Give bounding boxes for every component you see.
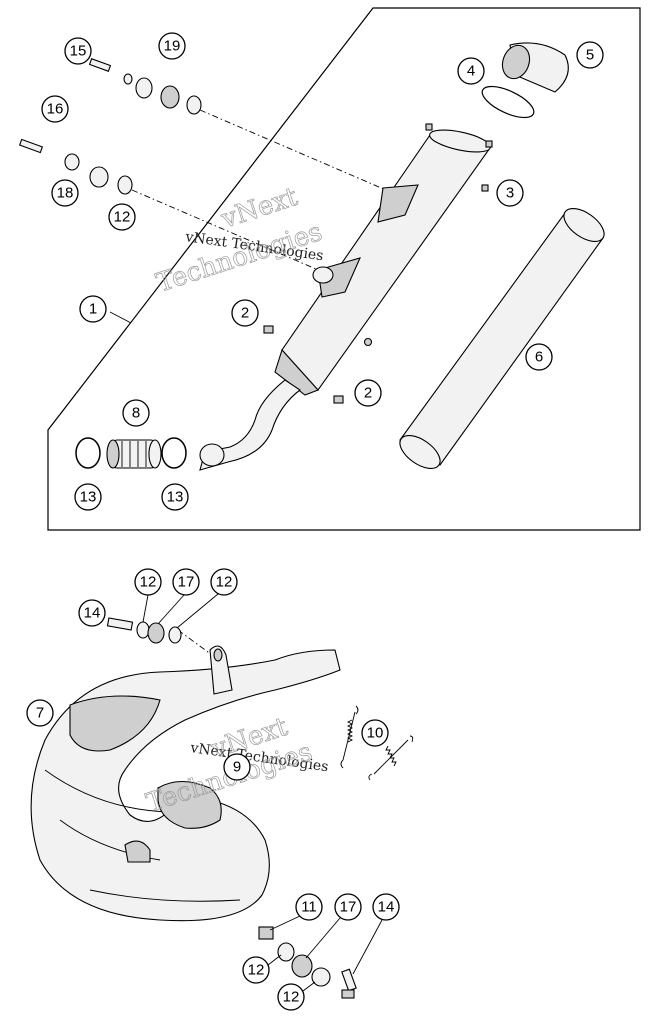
end-cap bbox=[501, 42, 569, 93]
callout-5: 5 bbox=[576, 41, 604, 69]
svg-text:9: 9 bbox=[233, 759, 241, 776]
callout-8: 8 bbox=[122, 399, 150, 427]
callout-19: 19 bbox=[158, 32, 186, 60]
callout-2a: 2 bbox=[231, 299, 259, 327]
callout-9: 9 bbox=[223, 753, 251, 781]
svg-text:17: 17 bbox=[340, 899, 357, 916]
svg-text:2: 2 bbox=[241, 305, 249, 322]
callout-12-stack-left: 12 bbox=[134, 568, 162, 596]
callout-16: 16 bbox=[41, 95, 69, 123]
callout-13a: 13 bbox=[74, 483, 102, 511]
seal-ring-13a bbox=[75, 437, 101, 469]
svg-text:12: 12 bbox=[114, 209, 131, 226]
clip-nut-11 bbox=[258, 926, 274, 940]
washer-12-bottom-a bbox=[277, 942, 295, 962]
callout-10: 10 bbox=[361, 719, 389, 747]
callout-17-bottom: 17 bbox=[334, 893, 362, 921]
svg-text:1: 1 bbox=[89, 301, 97, 318]
svg-text:19: 19 bbox=[164, 38, 181, 55]
svg-text:3: 3 bbox=[506, 185, 514, 202]
svg-text:17: 17 bbox=[178, 574, 195, 591]
callout-17-top: 17 bbox=[172, 568, 200, 596]
bolt-14-top bbox=[106, 617, 134, 631]
rivet bbox=[363, 337, 373, 347]
spring-a bbox=[340, 705, 359, 769]
svg-text:10: 10 bbox=[367, 725, 384, 742]
svg-text:2: 2 bbox=[364, 385, 372, 402]
grommet-17-bottom bbox=[291, 954, 313, 978]
washer-small bbox=[123, 73, 133, 85]
callout-12-stack-right: 12 bbox=[210, 568, 238, 596]
washer-12-left bbox=[136, 621, 150, 639]
screw-2a bbox=[263, 325, 274, 334]
sleeve-19 bbox=[160, 85, 180, 109]
svg-text:12: 12 bbox=[248, 962, 265, 979]
washer-18 bbox=[64, 153, 80, 171]
grommet-17-top bbox=[147, 622, 165, 644]
svg-text:12: 12 bbox=[140, 574, 157, 591]
seal-ring-13b bbox=[161, 437, 187, 469]
grommet-18b bbox=[89, 166, 109, 188]
bolt-16 bbox=[18, 138, 44, 154]
svg-text:4: 4 bbox=[467, 63, 475, 80]
svg-text:15: 15 bbox=[70, 43, 87, 60]
svg-text:8: 8 bbox=[132, 405, 140, 422]
silencer-body bbox=[274, 129, 491, 396]
nut-3b bbox=[485, 140, 493, 148]
callout-4: 4 bbox=[457, 57, 485, 85]
callout-14-bottom: 14 bbox=[372, 893, 400, 921]
rubber-grommet bbox=[135, 77, 153, 99]
callout-3: 3 bbox=[496, 179, 524, 207]
nut-3c bbox=[481, 184, 489, 192]
exhaust-manifold bbox=[30, 645, 341, 922]
nut-3a bbox=[425, 123, 433, 131]
callout-14-top: 14 bbox=[78, 599, 106, 627]
washer-12-top bbox=[117, 175, 133, 195]
callout-13b: 13 bbox=[161, 483, 189, 511]
svg-text:5: 5 bbox=[586, 47, 594, 64]
svg-text:6: 6 bbox=[535, 349, 543, 366]
svg-text:14: 14 bbox=[378, 899, 395, 916]
callout-7: 7 bbox=[26, 699, 54, 727]
svg-text:12: 12 bbox=[283, 989, 300, 1006]
svg-text:13: 13 bbox=[167, 489, 184, 506]
link-pipe bbox=[199, 379, 301, 471]
callout-1: 1 bbox=[79, 295, 107, 323]
bolt-15 bbox=[88, 58, 112, 72]
bolt-14-bottom bbox=[341, 968, 357, 999]
svg-text:18: 18 bbox=[57, 185, 74, 202]
screw-2b bbox=[333, 395, 344, 404]
svg-text:7: 7 bbox=[36, 705, 44, 722]
callout-6: 6 bbox=[525, 343, 553, 371]
callout-18: 18 bbox=[51, 179, 79, 207]
callout-12-top: 12 bbox=[108, 203, 136, 231]
callout-12-bottom-a: 12 bbox=[242, 956, 270, 984]
callout-15: 15 bbox=[64, 37, 92, 65]
callout-11: 11 bbox=[295, 893, 323, 921]
washer-12-right bbox=[168, 626, 182, 644]
connector-sleeve bbox=[106, 439, 162, 469]
svg-text:11: 11 bbox=[301, 899, 317, 916]
svg-text:14: 14 bbox=[84, 605, 101, 622]
washer-12-bottom-b bbox=[311, 967, 331, 987]
washer-19b bbox=[186, 95, 202, 115]
svg-text:13: 13 bbox=[80, 489, 97, 506]
callout-2b: 2 bbox=[354, 379, 382, 407]
svg-text:12: 12 bbox=[216, 574, 233, 591]
callout-12-bottom-b: 12 bbox=[277, 983, 305, 1011]
silencer-group-frame bbox=[47, 7, 641, 531]
silencer-packing bbox=[399, 207, 605, 470]
spring-b bbox=[368, 735, 414, 781]
svg-text:16: 16 bbox=[47, 101, 64, 118]
o-ring-4 bbox=[481, 85, 535, 119]
